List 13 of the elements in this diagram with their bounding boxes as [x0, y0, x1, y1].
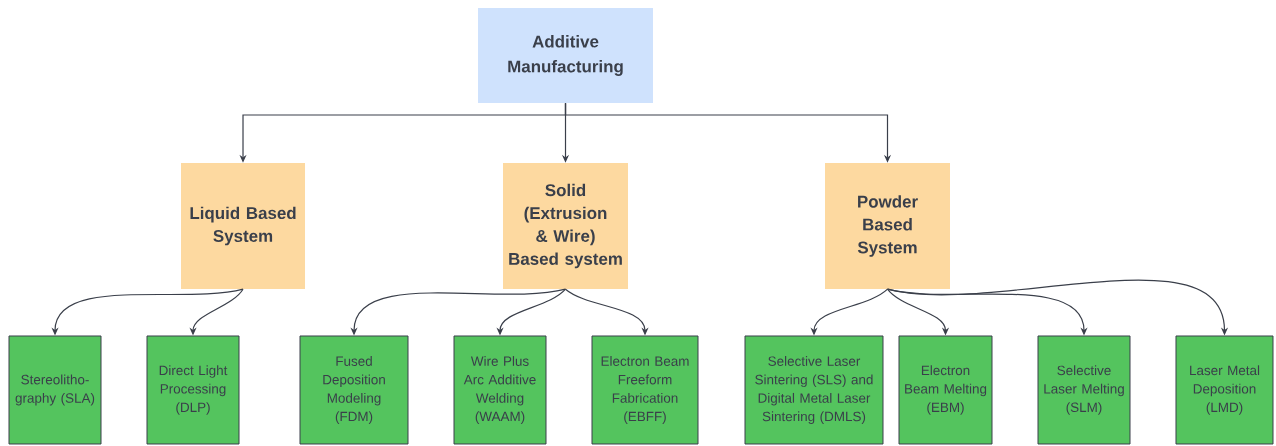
category-box: Powder Based System — [825, 163, 950, 289]
method-box: Selective Laser Sintering (SLS) and Digital Metal Laser Sintering (DMLS) — [744, 335, 884, 445]
method-box: Wire Plus Arc Additive Welding (WAAM) — [453, 335, 547, 445]
method-box: Electron Beam Melting (EBM) — [898, 335, 993, 445]
method-box: Direct Light Processing (DLP) — [146, 335, 240, 445]
method-box: Stereolitho-graphy (SLA) — [8, 335, 102, 445]
method-box: Fused Deposition Modeling (FDM) — [299, 335, 409, 445]
method-box: Selective Laser Melting (SLM) — [1037, 335, 1131, 445]
method-box: Electron Beam Freeform Fabrication (EBFF) — [591, 335, 699, 445]
method-box: Laser Metal Deposition (LMD) — [1175, 335, 1274, 445]
title-box: Additive Manufacturing — [478, 8, 653, 103]
category-box: Liquid Based System — [181, 163, 305, 289]
category-box: Solid (Extrusion & Wire) Based system — [503, 163, 628, 289]
